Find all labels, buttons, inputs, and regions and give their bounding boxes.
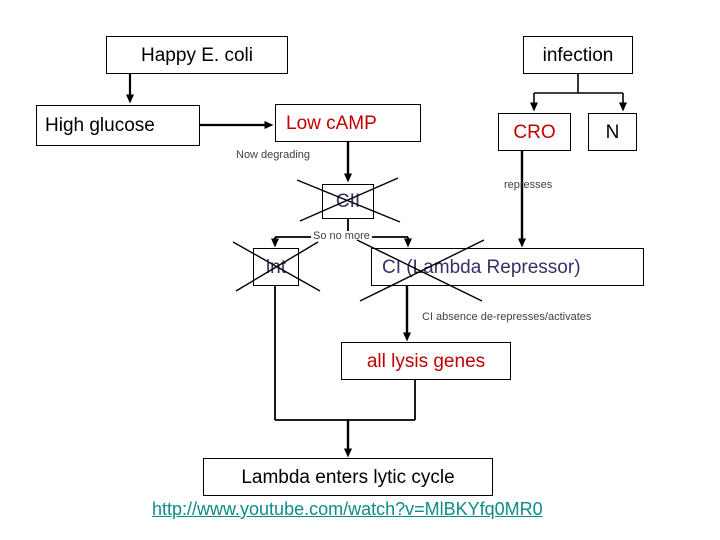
node-ci[interactable]: CI (Lambda Repressor) [371, 248, 644, 286]
annotation-so-no-more: So no more [311, 230, 372, 242]
node-n-label: N [605, 121, 620, 143]
node-cro[interactable]: CRO [498, 113, 571, 151]
node-all-lysis-genes[interactable]: all lysis genes [341, 342, 511, 380]
node-n[interactable]: N [588, 113, 637, 151]
node-infection[interactable]: infection [523, 36, 633, 74]
node-ci-label: CI (Lambda Repressor) [382, 256, 581, 278]
node-all-lysis-genes-label: all lysis genes [366, 350, 486, 372]
node-low-camp[interactable]: Low cAMP [275, 104, 421, 142]
node-cii-label: CII [335, 191, 361, 212]
node-cro-label: CRO [513, 121, 556, 143]
node-int[interactable]: int [253, 248, 299, 286]
youtube-link[interactable]: http://www.youtube.com/watch?v=MlBKYfq0M… [152, 499, 543, 519]
node-lambda-enters-lytic-cycle[interactable]: Lambda enters lytic cycle [203, 458, 493, 496]
node-int-label: int [265, 256, 287, 278]
node-high-glucose[interactable]: High glucose [36, 105, 200, 146]
node-lambda-enters-lytic-cycle-label: Lambda enters lytic cycle [241, 466, 455, 488]
node-infection-label: infection [542, 44, 614, 66]
node-happy-ecoli-label: Happy E. coli [141, 44, 253, 66]
node-high-glucose-label: High glucose [45, 115, 155, 136]
node-low-camp-label: Low cAMP [286, 112, 377, 134]
node-cii[interactable]: CII [322, 184, 374, 219]
annotation-ci-absence: CI absence de-represses/activates [422, 311, 592, 323]
node-happy-ecoli[interactable]: Happy E. coli [106, 36, 288, 74]
annotation-represses: represses [504, 179, 553, 191]
annotation-now-degrading: Now degrading [236, 149, 310, 161]
